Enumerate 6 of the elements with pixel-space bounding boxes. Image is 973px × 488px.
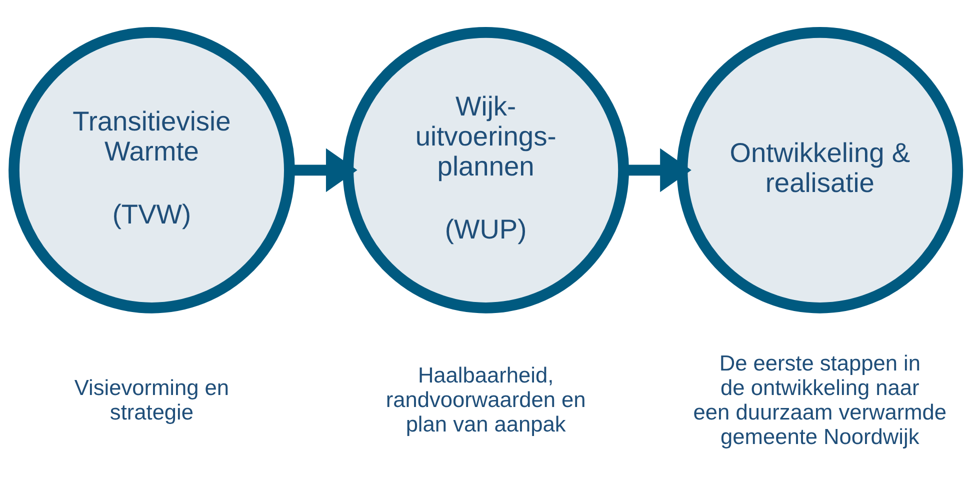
node-circle: Transitievisie Warmte (TVW) — [8, 26, 295, 313]
node-label: Visievorming en strategie — [74, 374, 230, 424]
node-label: De eerste stappen in de ontwikkeling naar een duurzaam verwarmde gemeente Noordwijk — [693, 350, 947, 448]
node-circle: Ontwikkeling & realisatie — [676, 26, 964, 313]
node-circle: Wijk- uitvoerings- plannen (WUP) — [342, 26, 629, 313]
node-label: Haalbaarheid, randvoorwaarden en plan van aanpak — [386, 362, 586, 436]
